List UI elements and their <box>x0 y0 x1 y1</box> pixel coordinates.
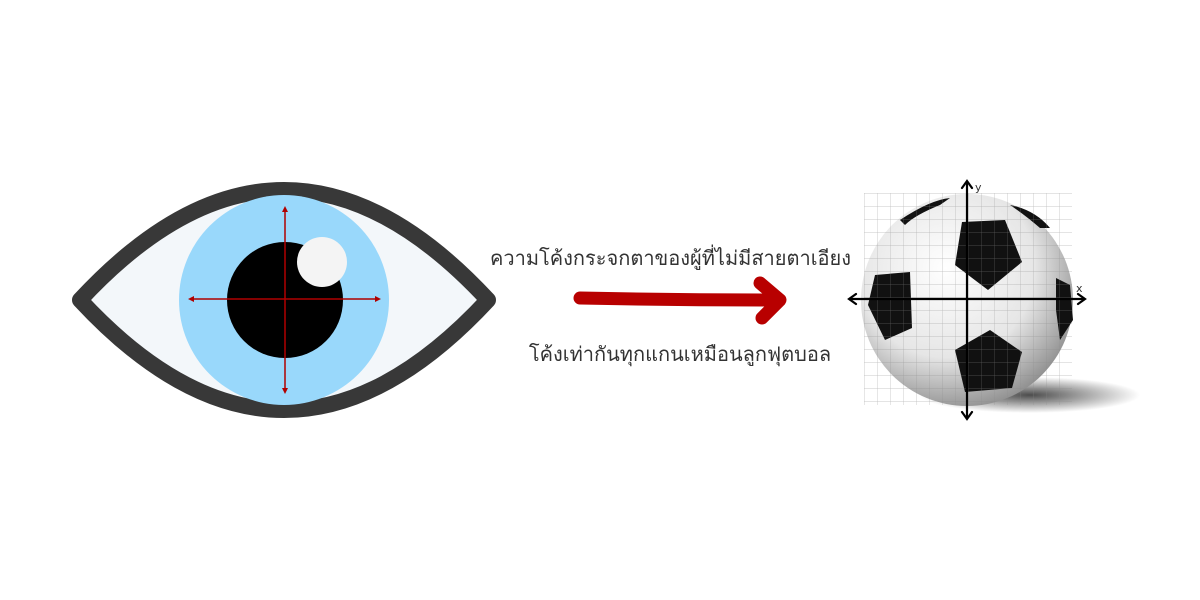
caption-top: ความโค้งกระจกตาของผู้ที่ไม่มีสายตาเอียง <box>490 246 852 270</box>
right-arrow-icon <box>573 276 787 325</box>
soccer-ball-illustration: y x <box>847 179 1140 421</box>
xy-axes <box>847 179 1087 421</box>
y-axis-label: y <box>975 181 982 194</box>
eye-illustration <box>72 182 496 418</box>
cornea-cross-axes <box>188 206 381 394</box>
x-axis-label: x <box>1076 282 1083 295</box>
eye-highlight <box>297 237 347 287</box>
caption-bottom: โค้งเท่ากันทุกแกนเหมือนลูกฟุตบอล <box>528 342 832 366</box>
